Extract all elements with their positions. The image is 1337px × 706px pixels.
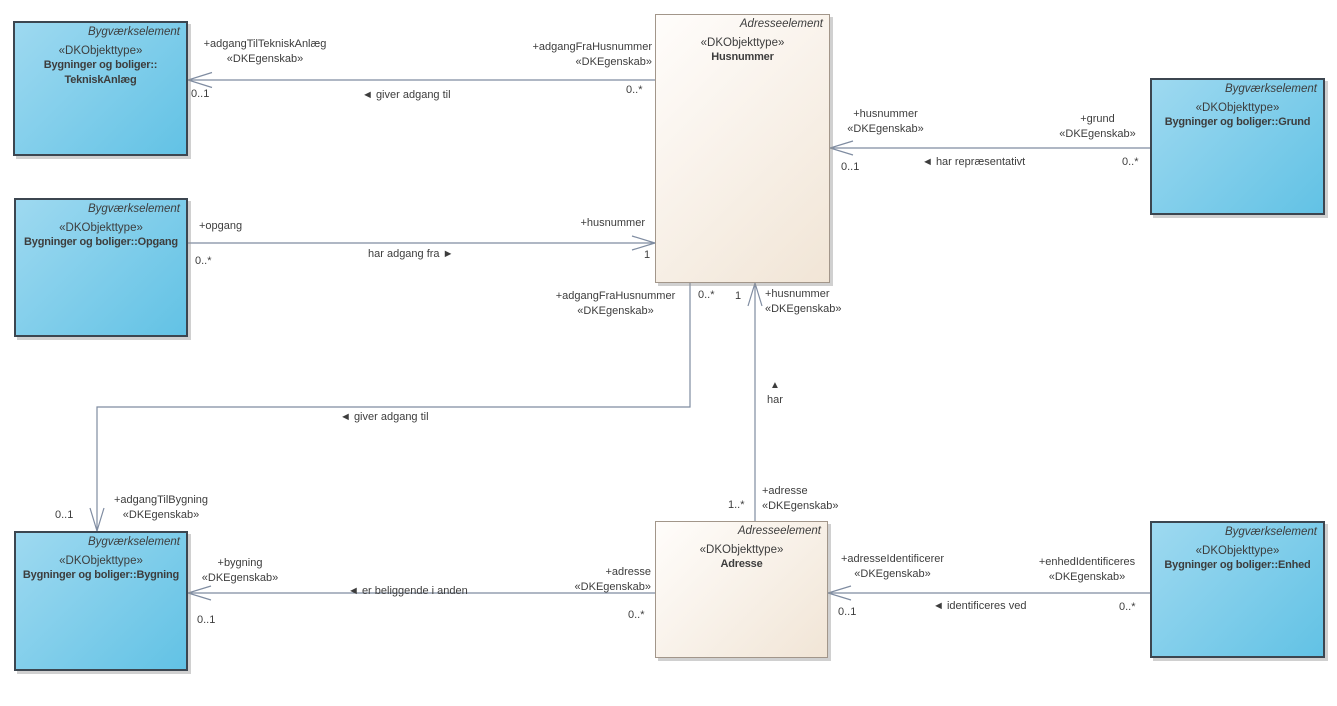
class-name: Bygninger og boliger::Opgang — [24, 236, 178, 248]
association-name: ◄ giver adgang til — [340, 411, 429, 423]
role-stereotype: «DKEgenskab» — [765, 303, 842, 315]
role-stereotype: «DKEgenskab» — [574, 581, 651, 593]
arrowhead-husnummer-right — [827, 140, 854, 156]
edge-role-block: +husnummer «DKEgenskab» — [765, 287, 841, 317]
multiplicity: 0..* — [195, 255, 212, 267]
multiplicity: 1 — [735, 290, 742, 302]
multiplicity: 0..1 — [841, 161, 860, 173]
edge-role-block: +husnummer «DKEgenskab» — [838, 107, 933, 137]
class-name: Bygninger og boliger::Enhed — [1164, 559, 1311, 571]
multiplicity: 0..* — [1119, 601, 1136, 613]
edge-role-block: +adgangTilTekniskAnlæg «DKEgenskab» — [190, 37, 340, 67]
arrowhead-husnummer-bottom — [747, 280, 763, 307]
stereotype-label: «DKObjekttype» — [59, 222, 143, 234]
multiplicity: 0..1 — [55, 509, 74, 521]
role-name: +opgang — [199, 220, 243, 232]
frame-label: Adresseelement — [737, 525, 821, 537]
role-stereotype: «DKEgenskab» — [854, 568, 931, 580]
edge-role-block: +adresseIdentificerer «DKEgenskab» — [833, 552, 952, 582]
frame-label: Bygværkselement — [87, 536, 180, 548]
edge-role-block: +grund «DKEgenskab» — [1050, 112, 1145, 142]
direction-arrow: ▲ — [770, 380, 780, 391]
stereotype-label: «DKObjekttype» — [1195, 102, 1280, 114]
frame-label: Bygværkselement — [87, 26, 180, 38]
stereotype-label: «DKObjekttype» — [699, 544, 784, 556]
class-tekniskanlaeg[interactable]: Bygværkselement «DKObjekttype» Bygninger… — [13, 21, 188, 156]
association-name: ◄ er beliggende i anden — [348, 585, 468, 597]
multiplicity: 0..1 — [197, 614, 216, 626]
class-name: Bygninger og boliger:: TekniskAnlæg — [43, 59, 158, 86]
class-name: Bygninger og boliger::Grund — [1164, 116, 1311, 128]
role-name: +husnummer — [853, 108, 918, 120]
edge-role-block: +enhedIdentificeres «DKEgenskab» — [1028, 555, 1146, 585]
role-stereotype: «DKEgenskab» — [577, 305, 654, 317]
class-bygning[interactable]: Bygværkselement «DKObjekttype» Bygninger… — [14, 531, 188, 671]
multiplicity: 0..* — [698, 289, 715, 301]
stereotype-label: «DKObjekttype» — [58, 45, 143, 57]
role-name: +adgangTilBygning — [113, 494, 209, 506]
frame-label: Bygværkselement — [1224, 526, 1317, 538]
association-name: ◄ giver adgang til — [362, 89, 451, 101]
role-stereotype: «DKEgenskab» — [122, 509, 200, 521]
class-grund[interactable]: Bygværkselement «DKObjekttype» Bygninger… — [1150, 78, 1325, 215]
role-stereotype: «DKEgenskab» — [1059, 128, 1136, 140]
multiplicity: 1..* — [728, 499, 745, 511]
arrowhead-teknisk — [185, 71, 213, 89]
arrowhead-bygning-right — [185, 585, 212, 601]
role-stereotype: «DKEgenskab» — [201, 572, 279, 584]
stereotype-label: «DKObjekttype» — [700, 37, 785, 49]
class-enhed[interactable]: Bygværkselement «DKObjekttype» Bygninger… — [1150, 521, 1325, 658]
role-name: +adresseIdentificerer — [840, 553, 945, 565]
edge-role-block: +adgangTilBygning «DKEgenskab» — [100, 493, 222, 523]
association-name: har adgang fra ► — [368, 248, 454, 260]
multiplicity: 0..* — [628, 609, 645, 621]
association-name: ◄ identificeres ved — [933, 600, 1027, 612]
class-name: Husnummer — [711, 51, 774, 63]
class-name: Bygninger og boliger::Bygning — [22, 569, 180, 581]
role-name: +bygning — [217, 557, 263, 569]
edge-role-block: +adresse «DKEgenskab» — [560, 565, 651, 595]
role-stereotype: «DKEgenskab» — [226, 53, 304, 65]
stereotype-label: «DKObjekttype» — [59, 555, 143, 567]
role-stereotype: «DKEgenskab» — [575, 56, 652, 68]
association-name: ◄ har repræsentativt — [922, 156, 1026, 168]
role-name: +husnummer — [765, 288, 830, 300]
multiplicity: 1 — [644, 249, 651, 261]
class-adresse[interactable]: Adresseelement «DKObjekttype» Adresse — [655, 521, 828, 658]
class-name: Adresse — [720, 558, 763, 570]
association-husnummer-bygning — [96, 283, 691, 531]
multiplicity: 0..1 — [191, 88, 210, 100]
role-name: +grund — [1080, 113, 1115, 125]
role-name: +adgangTilTekniskAnlæg — [203, 38, 327, 50]
class-opgang[interactable]: Bygværkselement «DKObjekttype» Bygninger… — [14, 198, 188, 337]
multiplicity: 0..* — [1122, 156, 1139, 168]
class-husnummer[interactable]: Adresseelement «DKObjekttype» Husnummer — [655, 14, 830, 283]
role-name: +adgangFraHusnummer — [532, 41, 652, 53]
edge-role-block: +adgangFraHusnummer «DKEgenskab» — [500, 40, 652, 70]
edge-role-block: +bygning «DKEgenskab» — [195, 556, 285, 586]
association-name: har — [767, 394, 783, 406]
stereotype-label: «DKObjekttype» — [1195, 545, 1280, 557]
role-stereotype: «DKEgenskab» — [847, 123, 924, 135]
association-name-block: ▲ har — [758, 378, 792, 408]
edge-role-block: +adgangFraHusnummer «DKEgenskab» — [543, 289, 688, 319]
role-name: +husnummer — [580, 217, 645, 229]
role-stereotype: «DKEgenskab» — [762, 500, 839, 512]
frame-label: Bygværkselement — [1224, 83, 1317, 95]
role-name: +enhedIdentificeres — [1038, 556, 1136, 568]
role-name: +adresse — [605, 566, 651, 578]
multiplicity: 0..* — [626, 84, 643, 96]
edge-role-block: +adresse «DKEgenskab» — [762, 484, 838, 514]
arrowhead-adresse-right — [825, 585, 852, 601]
frame-label: Bygværkselement — [87, 203, 180, 215]
multiplicity: 0..1 — [838, 606, 857, 618]
role-name: +adgangFraHusnummer — [555, 290, 676, 302]
role-name: +adresse — [762, 485, 808, 497]
role-stereotype: «DKEgenskab» — [1048, 571, 1126, 583]
frame-label: Adresseelement — [739, 18, 823, 30]
